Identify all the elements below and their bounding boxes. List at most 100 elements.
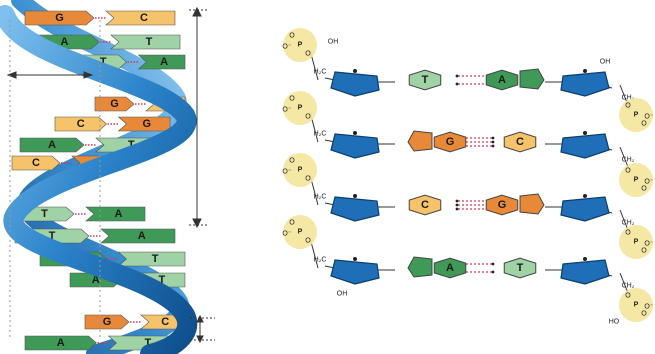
- helix-base-right: [110, 34, 181, 50]
- helix-base-right-label: G: [143, 118, 152, 130]
- svg-text:O⁻: O⁻: [644, 179, 653, 186]
- svg-text:C: C: [516, 136, 524, 148]
- deoxyribose-sugar: [560, 259, 610, 285]
- ch2-label: H₂C: [314, 194, 327, 201]
- ladder-base: C: [503, 131, 537, 153]
- phosphate-ho-label: HO: [609, 319, 620, 326]
- svg-text:O⁻: O⁻: [282, 107, 291, 114]
- svg-text:O: O: [305, 238, 311, 245]
- svg-text:O: O: [289, 220, 295, 227]
- helix-base-right-label: A: [138, 230, 146, 242]
- helix-base-right-label: T: [128, 139, 135, 151]
- helix-base-left-label: C: [77, 118, 85, 130]
- helix-base-right: [137, 54, 186, 70]
- helix-base-right-label: C: [140, 12, 148, 24]
- helix-base-right-label: A: [114, 208, 122, 220]
- ch2-label-right: CH₂: [622, 220, 635, 227]
- ch2-label: H₂C: [314, 257, 327, 264]
- svg-text:O⁻: O⁻: [644, 241, 653, 248]
- svg-text:O: O: [641, 248, 647, 255]
- ch2-label-right: CH₂: [622, 95, 635, 102]
- deoxyribose-sugar: [330, 133, 380, 159]
- diameter-dimension-line: [6, 20, 101, 340]
- helix-base-right: [105, 10, 176, 26]
- helix-base-left-label: A: [92, 274, 100, 286]
- svg-text:P: P: [634, 239, 639, 246]
- svg-text:G: G: [446, 136, 455, 148]
- deoxyribose-sugar: [560, 71, 610, 97]
- svg-text:A: A: [446, 262, 454, 274]
- ch2-label-right: CH₂: [622, 157, 635, 164]
- svg-text:A: A: [498, 74, 506, 86]
- three-prime-oh-label-bottom: OH: [337, 291, 348, 298]
- ladder-base: C: [408, 194, 442, 216]
- helix-base-left: [24, 335, 97, 351]
- three-prime-oh-label: OH: [600, 59, 611, 66]
- deoxyribose-sugar: [560, 196, 610, 222]
- svg-text:O: O: [305, 176, 311, 183]
- ladder-base: T: [408, 69, 442, 91]
- helix-base-left-label: G: [55, 12, 64, 24]
- svg-text:P: P: [634, 302, 639, 309]
- phosphate-oh-label: OH: [328, 39, 339, 46]
- svg-text:O: O: [641, 186, 647, 193]
- helix-base-left-label: A: [48, 139, 56, 151]
- svg-text:O⁻: O⁻: [282, 169, 291, 176]
- helix-base-right-label: C: [161, 316, 169, 328]
- ch2-label: H₂C: [314, 69, 327, 76]
- svg-text:O⁻: O⁻: [644, 304, 653, 311]
- helix-base-right-label: T: [158, 274, 165, 286]
- svg-text:O: O: [305, 114, 311, 121]
- deoxyribose-sugar: [330, 259, 380, 285]
- svg-text:O: O: [641, 311, 647, 318]
- pitch-dimension-line: [189, 6, 207, 229]
- helix-base-left-label: T: [100, 56, 107, 68]
- ladder-base: A: [407, 256, 467, 279]
- deoxyribose-sugar: [330, 71, 380, 97]
- helix-base-left: [11, 155, 61, 171]
- svg-text:O⁻: O⁻: [282, 44, 291, 51]
- svg-text:O: O: [641, 121, 647, 128]
- ladder-base: A: [485, 68, 545, 91]
- ladder-base: G: [407, 130, 467, 153]
- svg-text:G: G: [498, 199, 507, 211]
- svg-text:O: O: [625, 230, 631, 237]
- helix-front-strand: [0, 5, 198, 354]
- svg-text:O⁻: O⁻: [644, 114, 653, 121]
- helix-base-right: [117, 251, 186, 267]
- ladder-base: T: [503, 257, 537, 279]
- helix-base-left-label: A: [61, 36, 69, 48]
- svg-text:P: P: [298, 105, 303, 112]
- helix-base-right-label: T: [144, 337, 151, 349]
- helix-base-right: [85, 206, 146, 222]
- svg-text:O⁻: O⁻: [282, 231, 291, 238]
- svg-text:O: O: [289, 96, 295, 103]
- helix-base-right: [100, 228, 176, 244]
- svg-text:O: O: [625, 103, 631, 110]
- svg-text:P: P: [298, 167, 303, 174]
- helix-base-left-label: G: [103, 316, 112, 328]
- helix-base-right-label: A: [160, 56, 168, 68]
- helix-base-left: [24, 10, 95, 26]
- helix-base-left-label: G: [110, 98, 119, 110]
- helix-base-left: [19, 137, 85, 153]
- helix-base-left: [94, 96, 135, 112]
- svg-text:O: O: [305, 51, 311, 58]
- svg-text:O: O: [625, 293, 631, 300]
- helix-base-left-label: T: [49, 230, 56, 242]
- ladder-base: G: [485, 193, 545, 216]
- phosphate-group: PO O O⁻: [282, 91, 317, 125]
